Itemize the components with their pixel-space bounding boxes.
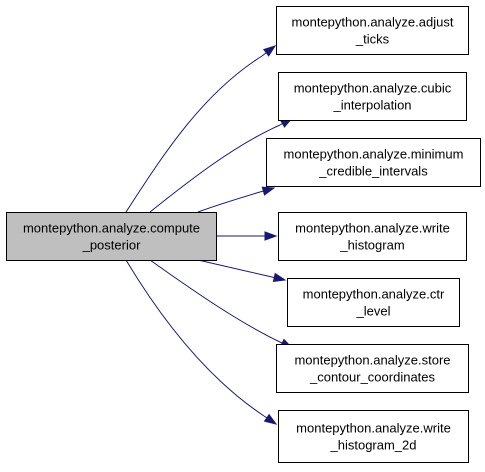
node-write-histogram-label-line-2: _histogram bbox=[339, 238, 404, 253]
call-edges bbox=[125, 45, 294, 425]
edge-to-write-histogram-2d bbox=[125, 259, 265, 417]
node-compute-posterior-box bbox=[6, 212, 217, 261]
arrowhead-ctr-level bbox=[272, 272, 287, 282]
edge-to-cubic-interpolation bbox=[149, 124, 281, 213]
node-write-histogram-2d-label-line-2: _histogram_2d bbox=[330, 438, 417, 453]
edge-to-adjust-ticks bbox=[125, 55, 263, 213]
node-ctr-level-label-line-2: _level bbox=[356, 304, 391, 319]
node-store-contour-coordinates-label-line-1: montepython.analyze.store bbox=[294, 353, 450, 368]
arrowhead-adjust-ticks bbox=[262, 45, 277, 57]
node-cubic-interpolation-box bbox=[278, 72, 467, 121]
node-write-histogram-box bbox=[278, 212, 467, 261]
node-store-contour-coordinates[interactable]: montepython.analyze.store _contour_coordi… bbox=[276, 344, 469, 393]
node-ctr-level-label-line-1: montepython.analyze.ctr bbox=[303, 287, 445, 302]
node-write-histogram-2d-box bbox=[278, 410, 469, 463]
edge-to-store-contour-coordinates bbox=[149, 259, 281, 343]
call-nodes: montepython.analyze.compute_posteriormon… bbox=[6, 6, 481, 463]
node-cubic-interpolation-label-line-1: montepython.analyze.cubic bbox=[294, 81, 452, 96]
node-store-contour-coordinates-box bbox=[276, 344, 469, 393]
node-minimum-credible-intervals-label-line-2: _credible_intervals bbox=[318, 164, 428, 179]
node-compute-posterior-label-line-1: montepython.analyze.compute bbox=[23, 221, 200, 236]
node-write-histogram-2d[interactable]: montepython.analyze.write _histogram_2d bbox=[278, 410, 469, 463]
node-ctr-level-box bbox=[287, 278, 460, 327]
node-minimum-credible-intervals-label-line-1: montepython.analyze.minimum bbox=[284, 147, 464, 162]
node-cubic-interpolation[interactable]: montepython.analyze.cubic _interpolation bbox=[278, 72, 467, 121]
node-cubic-interpolation-label-line-2: _interpolation bbox=[332, 98, 411, 113]
edge-to-ctr-level bbox=[197, 259, 273, 278]
arrowhead-write-histogram-2d bbox=[263, 413, 278, 425]
node-compute-posterior-label-line-2: _posterior bbox=[82, 238, 141, 253]
node-compute-posterior[interactable]: montepython.analyze.compute _posterior bbox=[6, 212, 217, 261]
node-adjust-ticks-label-line-1: montepython.analyze.adjust bbox=[292, 15, 454, 30]
arrowhead-minimum-credible-intervals bbox=[261, 186, 276, 196]
edge-to-minimum-credible-intervals bbox=[197, 191, 261, 213]
arrowhead-write-histogram bbox=[264, 231, 278, 241]
node-ctr-level[interactable]: montepython.analyze.ctr _level bbox=[287, 278, 460, 327]
node-write-histogram[interactable]: montepython.analyze.write _histogram bbox=[278, 212, 467, 261]
node-write-histogram-label-line-1: montepython.analyze.write bbox=[295, 221, 450, 236]
node-minimum-credible-intervals[interactable]: montepython.analyze.minimum _credible_int… bbox=[266, 138, 481, 187]
node-adjust-ticks-box bbox=[276, 6, 469, 55]
node-write-histogram-2d-label-line-1: montepython.analyze.write bbox=[296, 421, 451, 436]
node-store-contour-coordinates-label-line-2: _contour_coordinates bbox=[309, 370, 436, 385]
node-adjust-ticks-label-line-2: _ticks bbox=[355, 32, 390, 47]
node-minimum-credible-intervals-box bbox=[266, 138, 481, 187]
node-adjust-ticks[interactable]: montepython.analyze.adjust _ticks bbox=[276, 6, 469, 55]
